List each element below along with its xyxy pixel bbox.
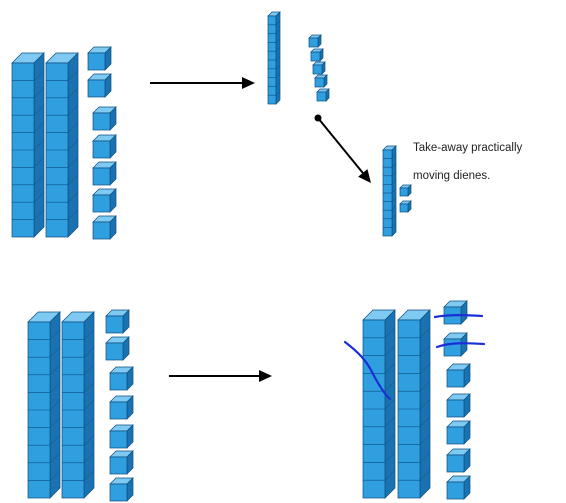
unit-cube xyxy=(87,73,112,98)
caption: Take-away practically moving dienes. xyxy=(413,134,563,190)
dienes-group-crossed-out xyxy=(343,300,486,500)
unit-cube xyxy=(92,188,117,213)
cross-out-unit-1 xyxy=(433,313,484,319)
unit-cube xyxy=(105,309,130,334)
unit-cube xyxy=(105,336,130,361)
arrow-take-away xyxy=(150,77,255,89)
arrow-to-remaining xyxy=(314,114,371,183)
caption-line-2: moving dienes. xyxy=(413,170,491,182)
unit-cube xyxy=(446,420,471,445)
unit-cube xyxy=(109,424,134,449)
unit-cube xyxy=(92,215,117,240)
unit-cube xyxy=(87,46,112,71)
cross-out-marks xyxy=(343,313,486,401)
unit-cube xyxy=(109,450,134,475)
unit-cube xyxy=(446,475,471,500)
unit-cube xyxy=(92,161,117,186)
unit-cube xyxy=(109,366,134,391)
dienes-group-remaining xyxy=(382,145,412,237)
unit-cube xyxy=(316,88,330,102)
ten-rod xyxy=(61,311,95,499)
unit-cube xyxy=(314,74,328,88)
dienes-group-taken-away xyxy=(267,11,330,105)
unit-cube xyxy=(446,448,471,473)
unit-cube xyxy=(446,393,471,418)
ten-rod xyxy=(45,52,79,238)
unit-cube xyxy=(312,61,326,75)
unit-cube xyxy=(92,134,117,159)
unit-cube xyxy=(446,363,471,388)
cross-out-unit-2 xyxy=(435,342,486,349)
unit-cube xyxy=(310,48,324,62)
cross-out-ten-rod xyxy=(343,340,392,401)
unit-cube xyxy=(399,200,412,213)
dienes-group-start-bottom xyxy=(27,309,134,502)
ten-rod xyxy=(397,309,431,499)
unit-cube xyxy=(92,106,117,131)
ten-rod xyxy=(27,311,61,499)
caption-line-1: Take-away practically xyxy=(413,142,523,154)
ten-rod xyxy=(382,145,397,237)
unit-cube xyxy=(443,300,468,325)
unit-cube xyxy=(308,34,322,48)
unit-cube xyxy=(109,395,134,420)
dienes-group-start-top xyxy=(11,46,117,240)
ten-rod xyxy=(11,52,45,238)
ten-rod xyxy=(267,11,281,105)
unit-cube xyxy=(399,184,412,197)
ten-rod xyxy=(362,309,396,499)
arrow-cross-out xyxy=(169,370,272,382)
unit-cube xyxy=(109,477,134,502)
